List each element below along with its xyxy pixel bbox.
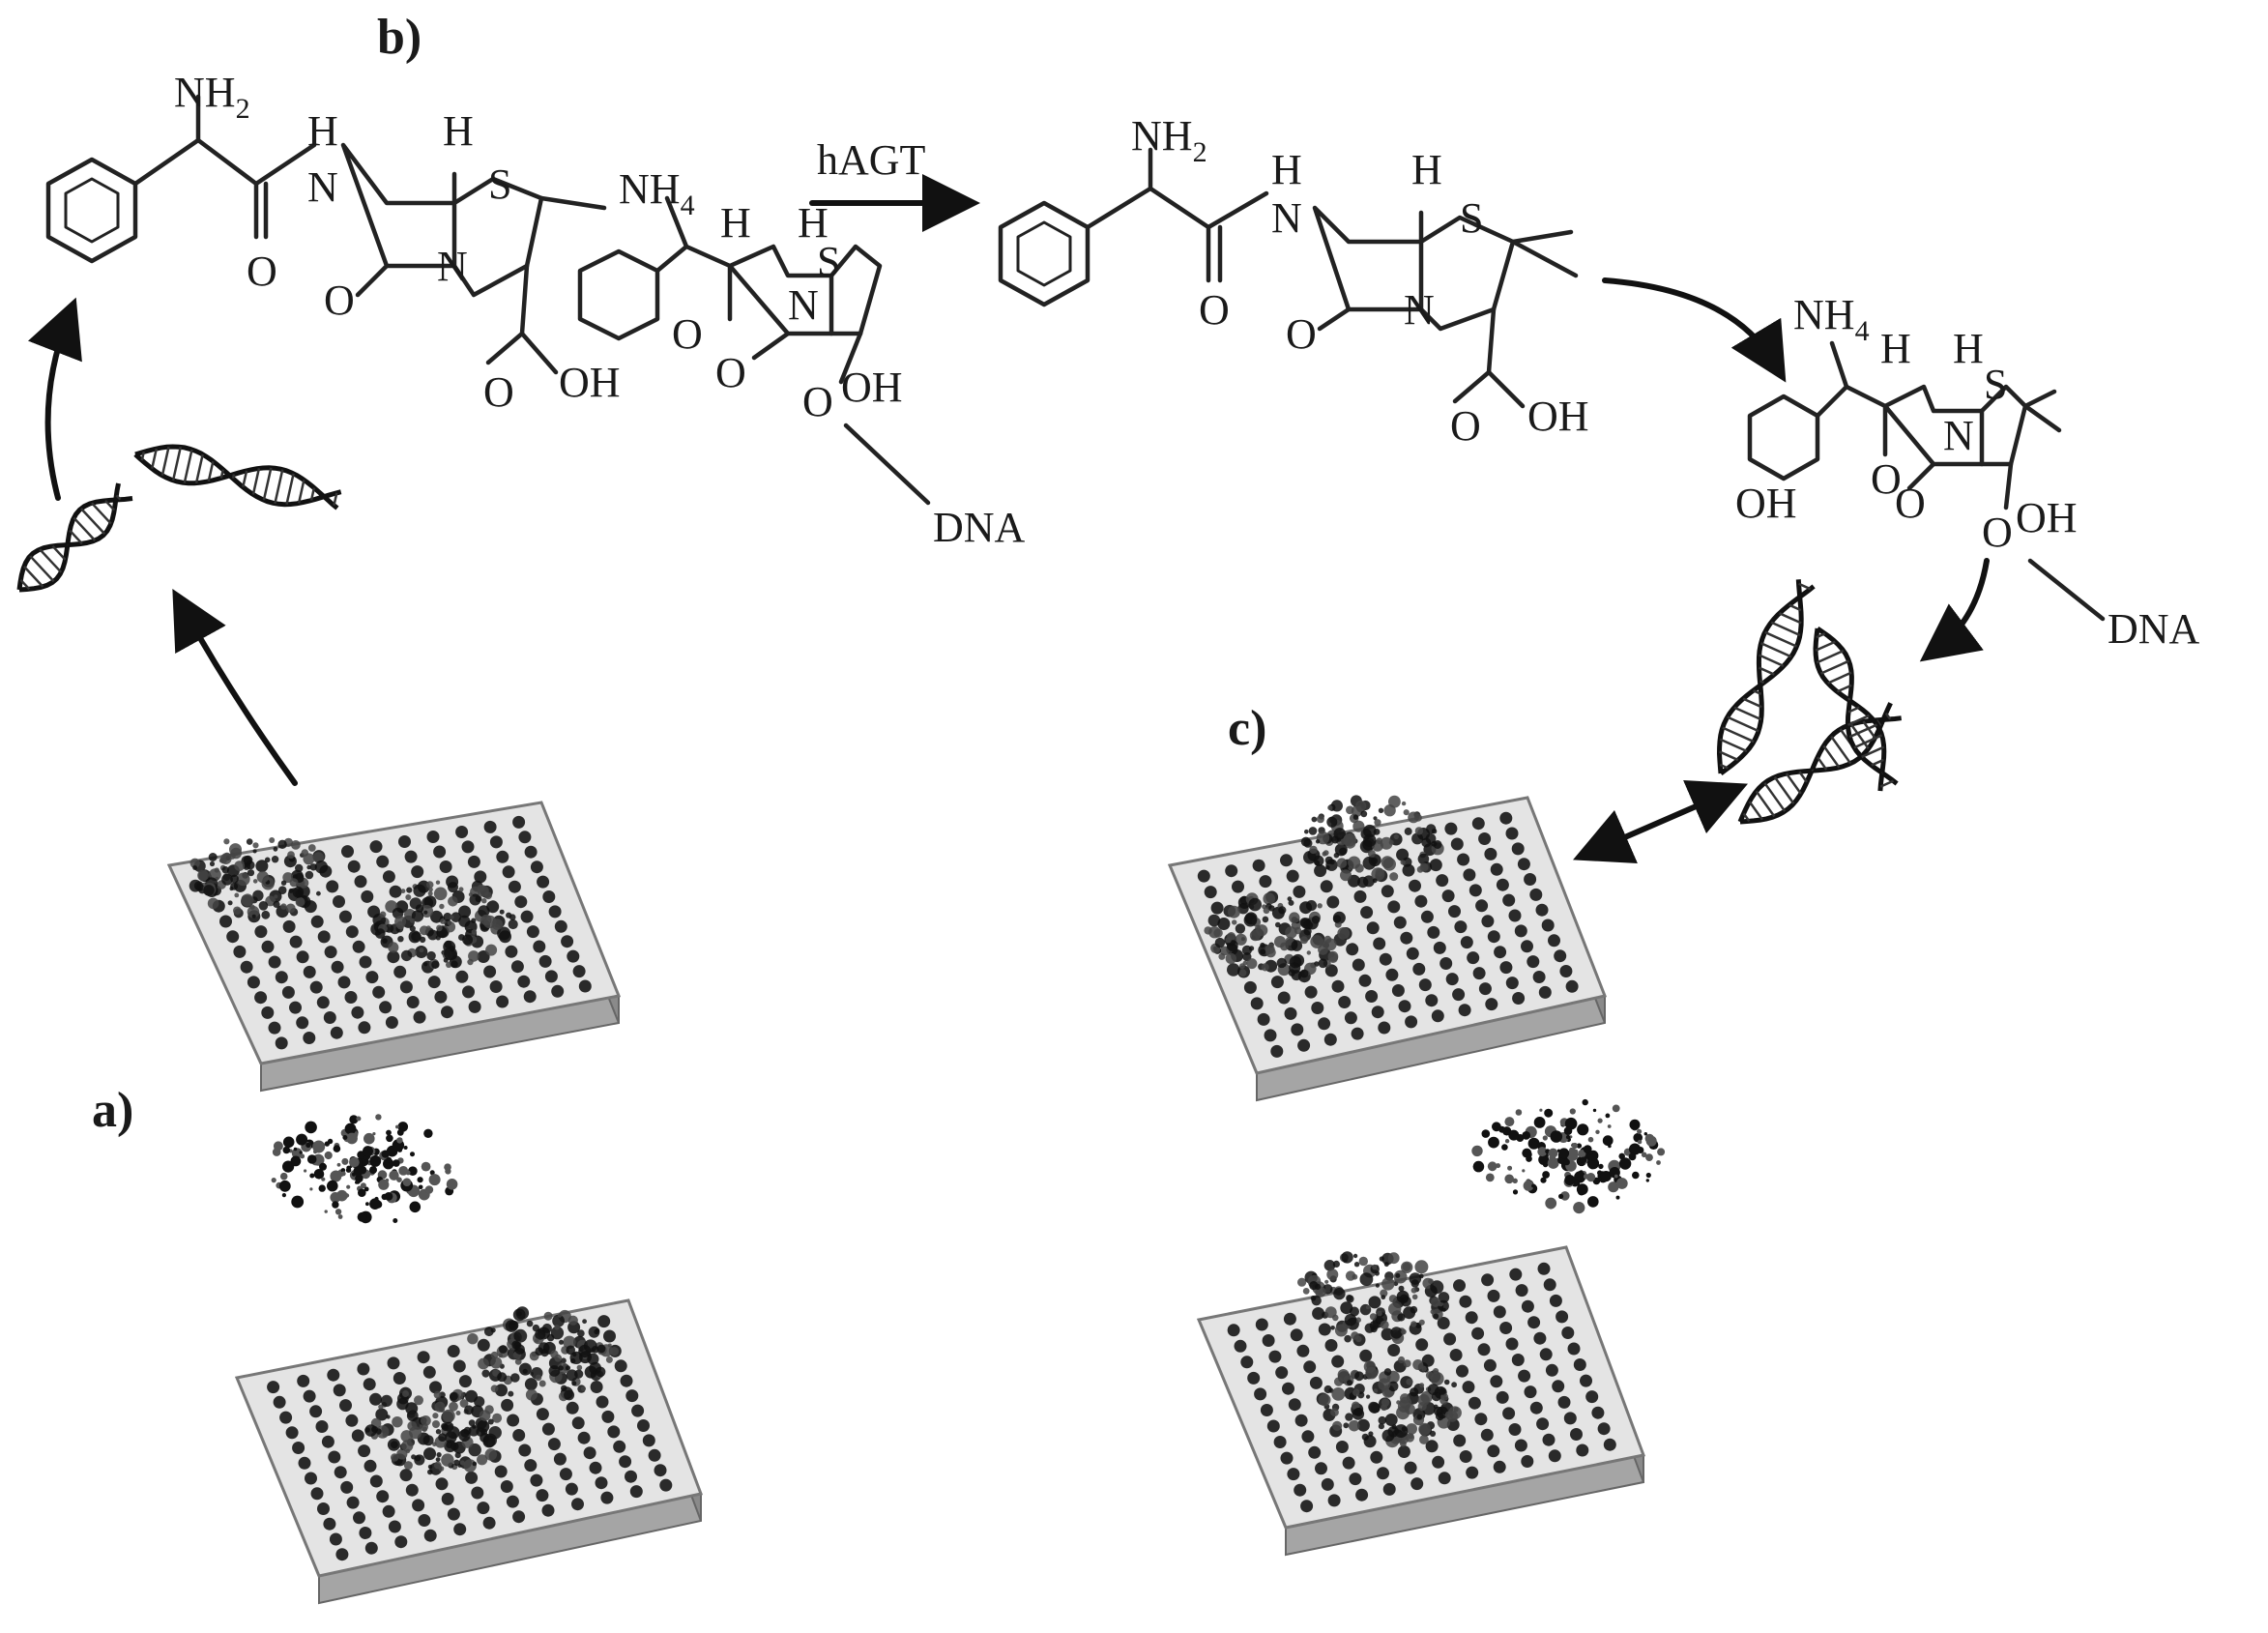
dna-helix-icon (1716, 579, 1902, 825)
atom-n-5: N (1404, 286, 1435, 334)
atom-o-2: O (324, 277, 355, 324)
atom-o-9: O (1450, 402, 1481, 450)
panel-label-c: c) (1228, 701, 1266, 756)
panel-label-b: b) (377, 10, 422, 65)
atom-oh-2: OH (841, 364, 903, 411)
atom-oh-3: OH (1527, 393, 1589, 440)
atom-oh-4: OH (1735, 480, 1797, 527)
atom-n-6: N (1943, 412, 1974, 459)
atom-nh4-2: NH4 (1793, 291, 1870, 347)
atom-o-4: O (672, 310, 703, 358)
microarray-chip-icon (234, 1298, 704, 1605)
atom-s-3: S (1460, 194, 1483, 242)
atom-n-1: N (307, 163, 338, 211)
molecule-dna-linked: NH4 H H S N OH O O O OH DNA (1735, 291, 2200, 653)
atom-n-2: N (437, 243, 468, 290)
arrow-dna-to-molecule (27, 297, 82, 501)
dna-helix-icon (16, 444, 342, 593)
double-arrow (1572, 780, 1749, 863)
atom-h-5: H (1271, 146, 1302, 193)
curved-arrow-down (1919, 558, 1990, 662)
molecule-dimer: NH2 H N H S N O O O OH NH4 H H S N O O O… (45, 69, 1026, 551)
atom-o-1: O (247, 248, 277, 295)
nanoparticle-cluster-icon (271, 1114, 458, 1224)
atom-h-7: H (1880, 325, 1911, 372)
molecule-product: NH2 H N H S N O O O OH (998, 112, 1589, 450)
atom-o-6: O (802, 378, 833, 425)
dna-label-1: DNA (933, 504, 1026, 551)
atom-n-3: N (788, 281, 819, 329)
atom-o-12: O (1982, 509, 2013, 556)
atom-o-7: O (1199, 286, 1230, 334)
atom-h-4: H (798, 199, 829, 247)
atom-nh2-2: NH2 (1131, 112, 1207, 168)
atom-h-6: H (1411, 146, 1442, 193)
atom-s-2: S (817, 238, 840, 285)
atom-o-10: O (1871, 455, 1902, 503)
microarray-chip-icon (1196, 1245, 1646, 1557)
atom-h-8: H (1953, 325, 1984, 372)
reagent-label: hAGT (817, 136, 926, 184)
atom-s-1: S (488, 160, 511, 208)
atom-o-5: O (715, 349, 746, 396)
nanoparticle-cluster-icon (1471, 1098, 1666, 1214)
arrow-chip-to-dna (172, 589, 298, 786)
atom-nh4-1: NH4 (619, 165, 695, 221)
atom-oh-1: OH (559, 359, 621, 406)
atom-nh2-1: NH2 (174, 69, 250, 125)
atom-o-8: O (1286, 310, 1317, 358)
atom-h-3: H (720, 199, 751, 247)
curved-arrow-right (1602, 277, 1787, 383)
atom-oh-5: OH (2016, 494, 2078, 541)
atom-h-1: H (307, 107, 338, 155)
atom-o-3: O (483, 368, 514, 416)
panel-label-a: a) (92, 1083, 133, 1138)
atom-o-11: O (1895, 480, 1926, 527)
microarray-chip-icon (166, 801, 622, 1093)
atom-n-4: N (1271, 194, 1302, 242)
microarray-chip-icon (1167, 795, 1608, 1102)
atom-h-2: H (443, 107, 474, 155)
dna-label-2: DNA (2108, 605, 2200, 653)
atom-s-4: S (1984, 361, 2007, 408)
